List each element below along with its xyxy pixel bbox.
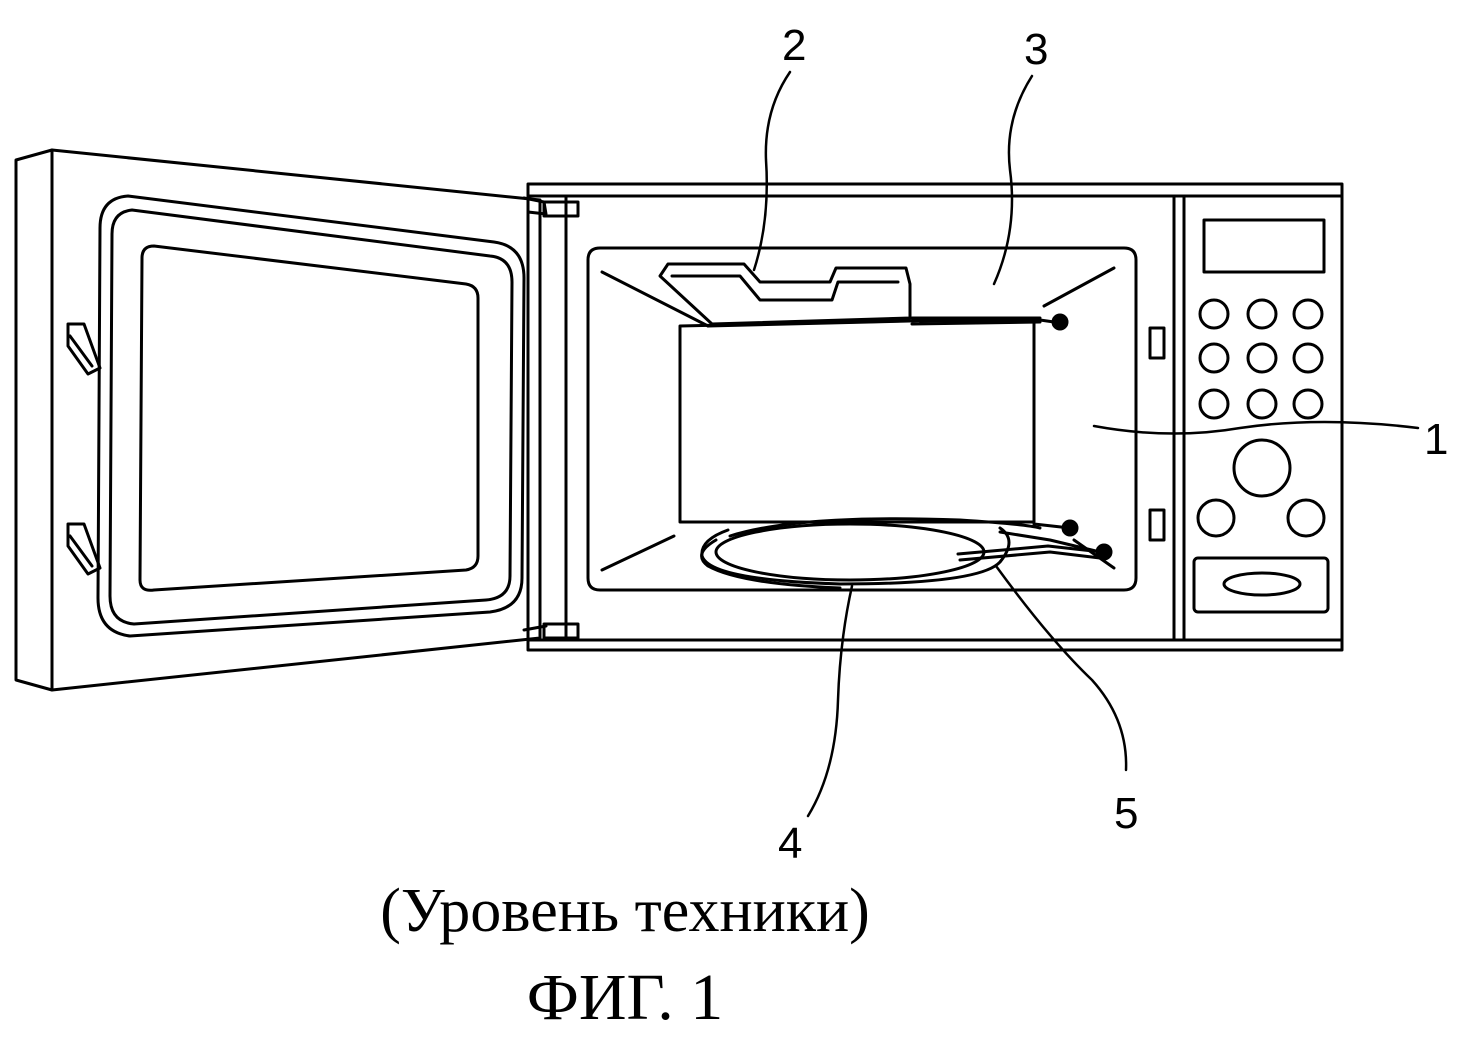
cavity-corner-line-tl	[600, 270, 710, 328]
ref-label-2: 2	[782, 21, 806, 70]
leader-line-1	[1092, 420, 1420, 435]
door-hinge-top	[522, 196, 580, 218]
door-latch-lower	[66, 522, 102, 576]
oven-body	[526, 182, 1344, 652]
cavity-corner-line-bl	[600, 534, 676, 572]
upper-heater-3	[910, 313, 1069, 331]
heating-panel-1	[678, 316, 1036, 524]
leader-line-2	[752, 70, 792, 272]
turntable-4	[700, 517, 1042, 590]
leader-line-5	[994, 564, 1128, 772]
control-dial	[1232, 438, 1292, 498]
button-left-lower	[1196, 498, 1236, 538]
door-frame-outer	[96, 194, 526, 638]
ref-label-1: 1	[1424, 415, 1448, 464]
ref-label-4: 4	[778, 819, 802, 868]
cavity-corner-line-tr	[1042, 266, 1116, 308]
keypad-buttons	[1198, 298, 1324, 420]
ref-label-5: 5	[1114, 789, 1138, 838]
leader-lines	[752, 70, 1420, 818]
cavity-side-vent-top	[1148, 326, 1166, 360]
door-hinge-bottom	[522, 622, 580, 640]
door-window	[138, 244, 480, 592]
ref-label-3: 3	[1024, 25, 1048, 74]
leader-line-4	[806, 584, 854, 818]
leader-line-3	[992, 74, 1034, 286]
door-latch-upper	[66, 322, 102, 376]
button-right-lower	[1286, 498, 1326, 538]
oven-door	[14, 148, 580, 692]
waveguide-cover-2	[658, 262, 912, 326]
control-panel	[1192, 218, 1330, 614]
cavity-corner-line-br	[1072, 538, 1116, 570]
figure-subtitle: (Уровень техники)	[380, 877, 870, 945]
oven-cavity	[586, 246, 1166, 592]
figure-title: ФИГ. 1	[526, 961, 724, 1034]
door-release-button	[1192, 556, 1330, 614]
cavity-side-vent-bottom	[1148, 508, 1166, 542]
door-frame-inner	[108, 208, 514, 626]
display-window	[1202, 218, 1326, 274]
lower-heater-5	[956, 519, 1113, 562]
